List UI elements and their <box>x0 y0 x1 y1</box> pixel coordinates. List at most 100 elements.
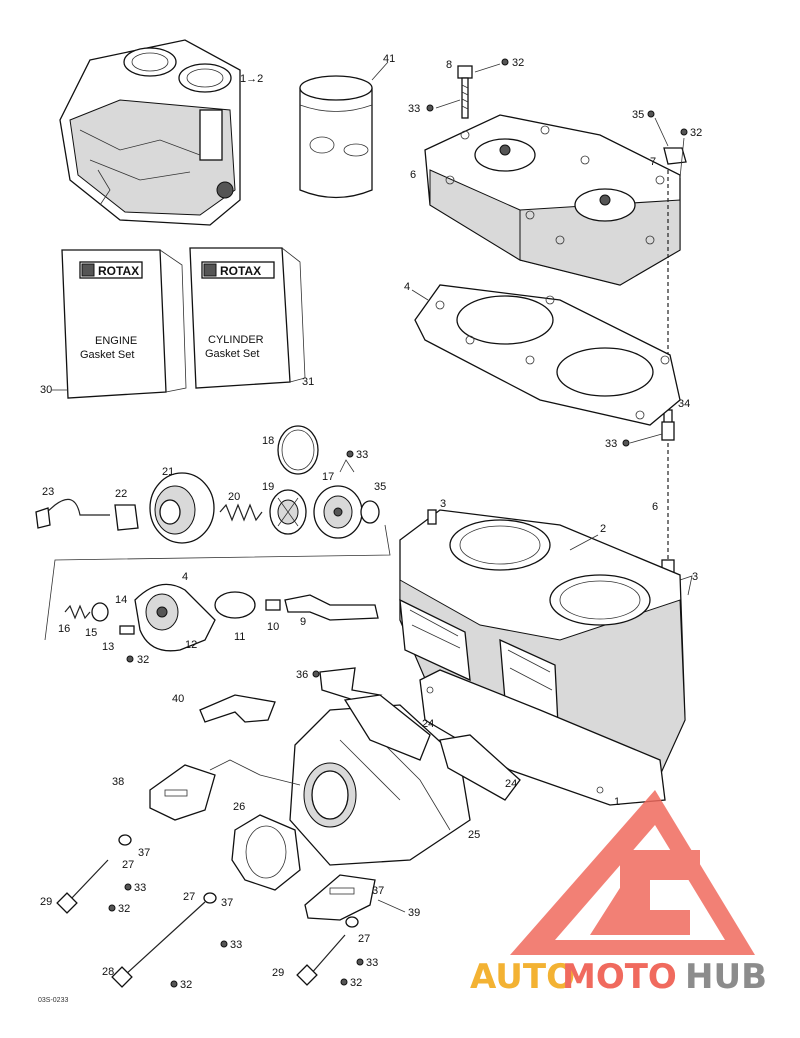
o-ring-18 <box>277 425 319 475</box>
engine-block-illustration <box>59 39 241 226</box>
callout-37a: 37 <box>138 847 150 859</box>
pump-housing-12 <box>134 583 216 652</box>
callout-19: 19 <box>262 481 274 493</box>
watermark-auto: AUTO <box>470 957 575 997</box>
screw-13 <box>119 625 135 635</box>
screw-28 <box>111 901 206 988</box>
loctite-drop-icon <box>346 450 354 458</box>
callout-35b: 35 <box>374 481 386 493</box>
callout-4b: 4 <box>182 571 188 583</box>
piston-41 <box>299 61 389 199</box>
callout-18: 18 <box>262 435 274 447</box>
o-ring-35 <box>360 500 380 524</box>
callout-15: 15 <box>85 627 97 639</box>
leader-bracket <box>44 524 391 641</box>
head-gasket-4 <box>414 284 681 426</box>
label-33a: 33 <box>408 103 420 115</box>
callout-36: 36 <box>296 669 308 681</box>
callout-3a: 3 <box>440 498 446 510</box>
impeller-19 <box>269 489 307 535</box>
callout-24b: 24 <box>505 778 517 790</box>
callout-20: 20 <box>228 491 240 503</box>
callout-22: 22 <box>115 488 127 500</box>
figure-code: 03S-0233 <box>38 997 68 1004</box>
label-32d: 32 <box>118 903 130 915</box>
reed-gasket-24b <box>439 734 521 801</box>
bracket-39 <box>304 874 376 921</box>
callout-14: 14 <box>115 594 127 606</box>
callout-30: 30 <box>40 384 52 396</box>
callout-28: 28 <box>102 966 114 978</box>
loctite-drop-icon <box>124 883 132 891</box>
callout-10: 10 <box>267 621 279 633</box>
elbow-9 <box>284 594 379 621</box>
cover-17 <box>313 485 363 539</box>
callout-17: 17 <box>322 471 334 483</box>
watermark-hub: HUB <box>685 957 767 997</box>
loctite-drop-icon <box>340 978 348 986</box>
o-ring-11 <box>214 591 256 619</box>
reed-gasket-24a <box>343 694 431 761</box>
base-gasket-1 <box>419 669 666 806</box>
bolt-8 <box>457 65 473 119</box>
callout-29b: 29 <box>272 967 284 979</box>
loctite-drop-icon <box>622 439 630 447</box>
cylinder-box-line1: CYLINDER <box>208 334 264 346</box>
callout-37b: 37 <box>221 897 233 909</box>
loctite-drop-icon <box>312 670 320 678</box>
label-33e: 33 <box>230 939 242 951</box>
loctite-drop-icon <box>170 980 178 988</box>
loctite-drop-icon <box>108 904 116 912</box>
callout-31: 31 <box>302 376 314 388</box>
callout-27a: 27 <box>122 859 134 871</box>
rubber-flange-26 <box>231 814 301 891</box>
nut-7 <box>663 147 687 165</box>
label-33b: 33 <box>605 438 617 450</box>
label-32c: 32 <box>137 654 149 666</box>
label-33d: 33 <box>134 882 146 894</box>
fitting-10 <box>265 599 281 611</box>
label-32e: 32 <box>180 979 192 991</box>
cylinder-box-brand: ROTAX <box>220 264 261 278</box>
callout-21: 21 <box>162 466 174 478</box>
callout-1-to-2: 1→2 <box>240 73 263 85</box>
callout-12: 12 <box>185 639 197 651</box>
callout-6b: 6 <box>652 501 658 513</box>
engine-box-line2: Gasket Set <box>80 349 134 361</box>
callout-27c: 27 <box>358 933 370 945</box>
cylinder-box-line2: Gasket Set <box>205 348 259 360</box>
callout-25: 25 <box>468 829 480 841</box>
automotohub-logo <box>510 790 755 955</box>
callout-4: 4 <box>404 281 410 293</box>
loctite-drop-icon <box>126 655 134 663</box>
spring-16 <box>64 604 91 620</box>
washer-37b <box>203 892 217 904</box>
label-32a: 32 <box>512 57 524 69</box>
callout-9: 9 <box>300 616 306 628</box>
callout-38: 38 <box>112 776 124 788</box>
callout-41: 41 <box>383 53 395 65</box>
cylinder-head-6 <box>424 114 681 286</box>
callout-3b: 3 <box>692 571 698 583</box>
callout-13: 13 <box>102 641 114 653</box>
callout-23: 23 <box>42 486 54 498</box>
callout-27b: 27 <box>183 891 195 903</box>
label-33-lower: 33 <box>366 957 378 969</box>
loctite-drop-icon <box>356 958 364 966</box>
callout-24a: 24 <box>422 718 434 730</box>
washer-27a <box>118 834 132 846</box>
engine-box-line1: ENGINE <box>95 335 137 347</box>
screw-29b <box>296 934 346 986</box>
engine-gasket-set-box <box>61 249 187 399</box>
callout-6a: 6 <box>410 169 416 181</box>
callout-39: 39 <box>408 907 420 919</box>
callout-11: 11 <box>234 631 245 643</box>
cylinder-gasket-set-box <box>189 247 306 389</box>
callout-40: 40 <box>172 693 184 705</box>
engine-box-brand: ROTAX <box>98 264 139 278</box>
pump-housing-21 <box>149 472 215 544</box>
washer-27c <box>345 916 359 928</box>
callout-37-upper: 37 <box>372 885 384 897</box>
label-32f: 32 <box>350 977 362 989</box>
label-32b: 32 <box>690 127 702 139</box>
